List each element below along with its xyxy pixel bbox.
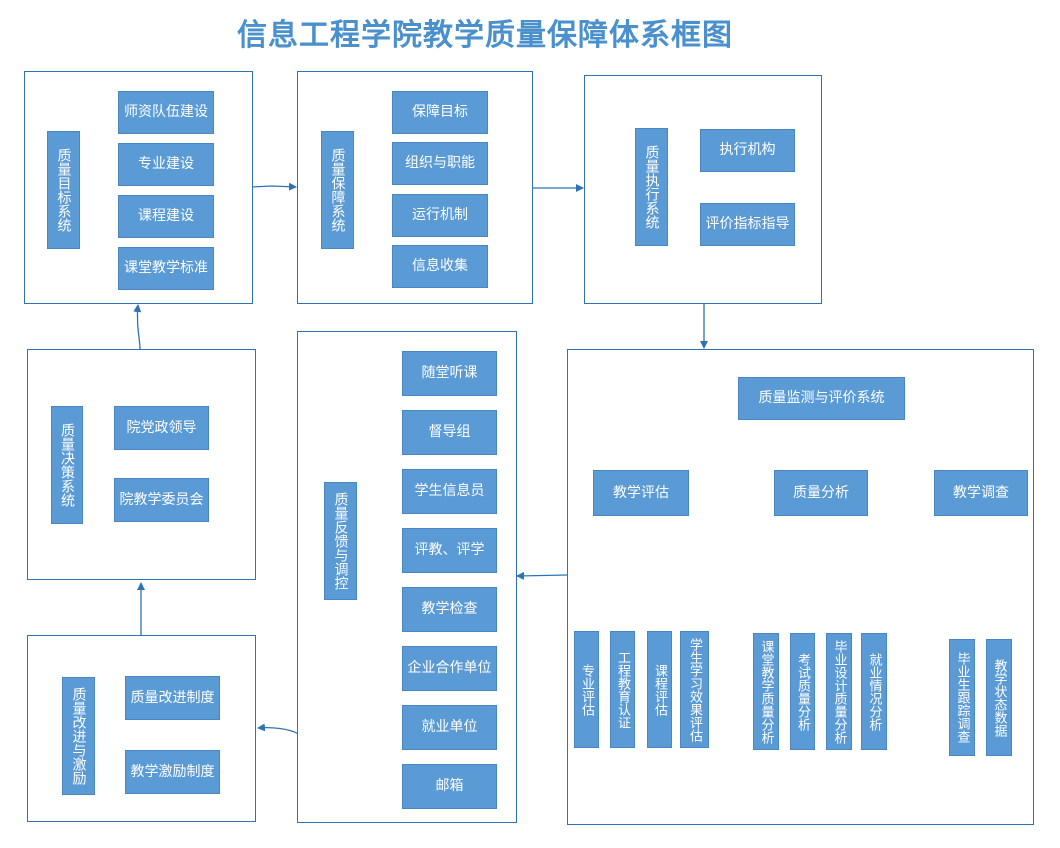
monitoring-item-engineering-certification: 工程教育认证 xyxy=(610,631,635,748)
monitoring-group-teaching-survey: 教学调查 xyxy=(934,470,1028,516)
monitoring-item-classroom-analysis: 课堂教学质量分析 xyxy=(753,633,779,750)
feedback-item-teaching-inspection: 教学检查 xyxy=(402,587,497,632)
feedback-item-mailbox: 邮箱 xyxy=(402,764,497,809)
feedback-system-label: 质量反馈与调控 xyxy=(324,482,357,600)
improvement-item-incentive-policy: 教学激励制度 xyxy=(125,750,220,794)
monitoring-item-major-evaluation: 专业评估 xyxy=(574,631,599,748)
target-item-classroom-standard: 课堂教学标准 xyxy=(118,247,214,290)
monitoring-item-learning-outcome: 学生学习效果评估 xyxy=(680,631,709,748)
feedback-item-supervision-group: 督导组 xyxy=(402,410,497,455)
execution-system-frame xyxy=(584,75,822,304)
execution-item-evaluation-guidance: 评价指标指导 xyxy=(700,203,795,246)
feedback-item-employer: 就业单位 xyxy=(402,705,497,750)
monitoring-item-exam-analysis: 考试质量分析 xyxy=(790,633,815,750)
improvement-system-label: 质量改进与激励 xyxy=(62,677,95,795)
decision-system-label: 质量决策系统 xyxy=(51,406,83,524)
improvement-item-improvement-policy: 质量改进制度 xyxy=(125,676,220,720)
feedback-item-classroom-observation: 随堂听课 xyxy=(402,351,497,396)
target-item-faculty: 师资队伍建设 xyxy=(118,91,214,134)
target-item-major: 专业建设 xyxy=(118,143,214,186)
monitoring-system-label: 质量监测与评价系统 xyxy=(738,377,905,420)
feedback-item-teaching-evaluation: 评教、评学 xyxy=(402,528,497,573)
monitoring-group-quality-analysis: 质量分析 xyxy=(774,470,868,516)
target-system-label: 质量目标系统 xyxy=(47,131,80,249)
assurance-item-mechanism: 运行机制 xyxy=(392,194,488,237)
decision-item-teaching-committee: 院教学委员会 xyxy=(114,478,209,522)
decision-item-party-leaders: 院党政领导 xyxy=(114,406,209,450)
execution-system-label: 质量执行系统 xyxy=(635,128,668,246)
assurance-item-goal: 保障目标 xyxy=(392,91,488,134)
assurance-item-info-collection: 信息收集 xyxy=(392,245,488,288)
assurance-item-organization: 组织与职能 xyxy=(392,142,488,185)
monitoring-group-teaching-evaluation: 教学评估 xyxy=(593,470,689,516)
monitoring-item-teaching-status-data: 教学状态数据 xyxy=(986,639,1012,756)
page-title: 信息工程学院教学质量保障体系框图 xyxy=(237,18,733,53)
target-item-course: 课程建设 xyxy=(118,195,214,238)
monitoring-item-employment-analysis: 就业情况分析 xyxy=(861,633,887,750)
execution-item-agency: 执行机构 xyxy=(700,129,795,172)
assurance-system-label: 质量保障系统 xyxy=(321,131,354,249)
monitoring-item-course-evaluation: 课程评估 xyxy=(647,631,672,748)
feedback-item-student-informant: 学生信息员 xyxy=(402,469,497,514)
monitoring-item-graduate-tracking: 毕业生跟踪调查 xyxy=(949,639,975,756)
feedback-item-enterprise-partner: 企业合作单位 xyxy=(402,646,497,691)
monitoring-item-thesis-analysis: 毕业设计质量分析 xyxy=(826,633,852,750)
